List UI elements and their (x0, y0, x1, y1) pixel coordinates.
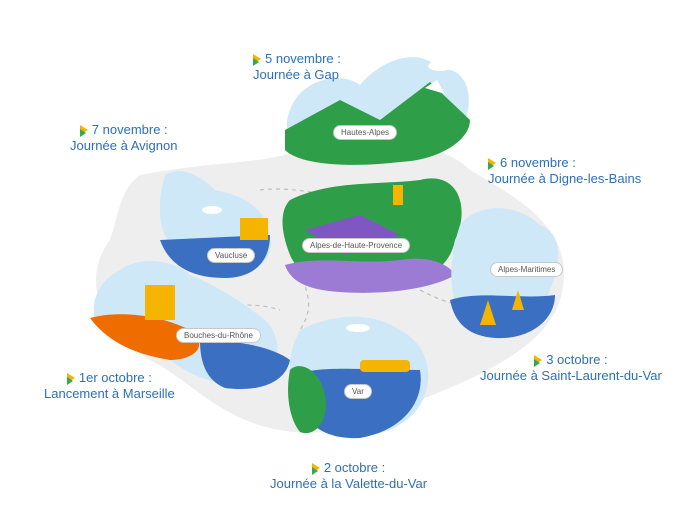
caption-marseille: 1er octobre : Lancement à Marseille (44, 370, 175, 402)
caption-text: Lancement à Marseille (44, 386, 175, 401)
arrow-icon (66, 373, 75, 385)
windmill-icon (393, 185, 403, 205)
caption-gap: 5 novembre : Journée à Gap (253, 51, 341, 83)
region-alpes-de-haute-provence (282, 178, 462, 293)
region-bouches-du-rhone (90, 260, 290, 390)
caption-date: 5 novembre : (265, 51, 341, 66)
palace-icon (240, 218, 268, 240)
region-var (288, 316, 429, 439)
lavender-bushes (285, 258, 455, 293)
cloud-icon (202, 206, 222, 214)
arrow-icon (488, 158, 496, 170)
caption-avignon: 7 novembre : Journée à Avignon (70, 122, 177, 154)
caption-valette: 2 octobre : Journée à la Valette-du-Var (270, 460, 427, 492)
maritimes-sea (450, 295, 555, 339)
region-label-bouches-du-rhone: Bouches-du-Rhône (176, 328, 261, 343)
arrow-icon (311, 463, 320, 475)
caption-text: Journée à la Valette-du-Var (270, 476, 428, 491)
region-label-vaucluse: Vaucluse (207, 248, 256, 263)
arrow-icon (534, 355, 543, 367)
region-label-alpes-maritimes: Alpes-Maritimes (490, 262, 564, 277)
caption-text: Journée à Gap (253, 67, 340, 82)
arrow-icon (253, 54, 261, 66)
caption-text: Journée à Avignon (70, 138, 178, 153)
region-label-var: Var (344, 384, 372, 399)
arrow-icon (79, 125, 88, 137)
region-alpes-maritimes (450, 208, 559, 339)
caption-date: 3 octobre : (546, 352, 608, 367)
caption-text: Journée à Digne-les-Bains (488, 171, 642, 186)
region-hautes-alpes (285, 57, 470, 165)
var-sea (295, 368, 421, 439)
road-dashes (199, 188, 481, 331)
caption-saint-laurent: 3 octobre : Journée à Saint-Laurent-du-V… (480, 352, 662, 384)
region-label-hautes-alpes: Hautes-Alpes (333, 125, 398, 140)
sailboat-icon (480, 300, 496, 325)
caption-text: Journée à Saint-Laurent-du-Var (480, 368, 662, 383)
lavender-field (305, 215, 400, 255)
sailboat-icon (512, 290, 524, 310)
caption-date: 7 novembre : (91, 122, 168, 137)
var-coast (288, 366, 326, 434)
region-label-alpes-de-haute-provence: Alpes-de-Haute-Provence (302, 238, 411, 253)
caption-date: 2 octobre : (323, 460, 386, 475)
basilica-icon (145, 285, 175, 320)
cloud-icon (346, 324, 370, 332)
snow-cap (425, 80, 445, 94)
cloud-icon (428, 61, 452, 71)
caption-digne: 6 novembre : Journée à Digne-les-Bains (488, 155, 641, 187)
bdr-sea (200, 340, 290, 390)
yacht-icon (360, 360, 410, 372)
bdr-coast (90, 314, 200, 360)
hautes-alpes-mountains (285, 82, 470, 165)
caption-date: 6 novembre : (500, 155, 576, 170)
caption-date: 1er octobre : (78, 370, 152, 385)
